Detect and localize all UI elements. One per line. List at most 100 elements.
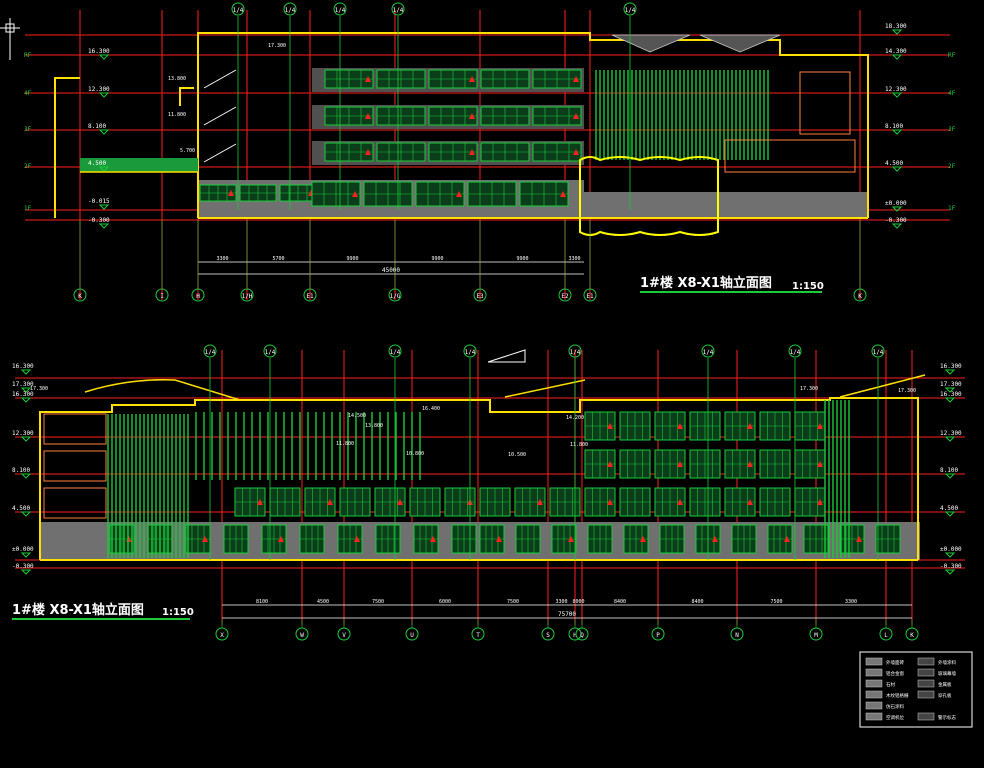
axis-label: L (884, 632, 888, 639)
cad-crosshair (0, 18, 20, 60)
dimension-text: 4500 (317, 599, 329, 605)
inner-level: 11.800 (168, 112, 186, 118)
axis-bubble (303, 288, 317, 302)
dimension-text: 8100 (256, 599, 268, 605)
level-mark: -0.015 (88, 198, 110, 205)
level-mark: 4.500 (88, 160, 106, 167)
floor-tag: RF (948, 52, 956, 59)
warning-mark (469, 76, 475, 82)
level-mark: 17.300 (940, 381, 962, 388)
axis-label: 1/4 (873, 349, 884, 356)
inner-level: 17.300 (30, 386, 48, 392)
legend-swatch (917, 668, 935, 677)
warning-mark (365, 113, 371, 119)
axis-bubble (391, 2, 405, 16)
level-mark: 17.300 (12, 381, 34, 388)
axis-label: 1/4 (233, 7, 244, 14)
warning-mark (365, 76, 371, 82)
level-triangle (98, 54, 110, 60)
level-mark: 14.300 (885, 48, 907, 55)
level-mark: 16.300 (940, 363, 962, 370)
legend-swatch (865, 690, 883, 699)
axis-bubble (473, 288, 487, 302)
level-mark: 12.300 (12, 430, 34, 437)
legend-label: 金属板 (938, 681, 952, 688)
axis-bubble (568, 344, 582, 358)
axis-bubble (809, 627, 823, 641)
axis-label: U (410, 632, 414, 639)
level-triangle (98, 166, 110, 172)
legend-label: 空调机位 (886, 714, 904, 721)
dimension-text: 3300 (568, 256, 580, 262)
legend-swatch (865, 679, 883, 688)
axis-label: H (196, 293, 200, 300)
dimension-text: 7500 (770, 599, 782, 605)
level-triangle (891, 54, 903, 60)
level-triangle (891, 92, 903, 98)
axis-bubble (333, 2, 347, 16)
inner-level: 17.300 (268, 43, 286, 49)
axis-label: 1/4 (625, 7, 636, 14)
inner-level: 13.800 (365, 423, 383, 429)
dimension-text: 3300 (555, 599, 567, 605)
warning-mark (856, 536, 862, 542)
level-triangle (20, 436, 32, 442)
level-mark: 18.300 (885, 23, 907, 30)
axis-bubble (871, 344, 885, 358)
warning-mark (469, 113, 475, 119)
level-triangle (944, 387, 956, 393)
legend-swatch (865, 668, 883, 677)
floor-tag: 2F (948, 163, 956, 170)
warning-mark (469, 149, 475, 155)
level-mark: 12.300 (940, 430, 962, 437)
level-triangle (944, 473, 956, 479)
axis-label: 1/4 (205, 349, 216, 356)
legend-swatch (917, 712, 935, 721)
warning-mark (430, 536, 436, 542)
warning-mark (228, 190, 234, 196)
axis-bubble (471, 627, 485, 641)
level-mark: 8.100 (940, 467, 958, 474)
dimension-text: 7500 (507, 599, 519, 605)
warning-mark (257, 499, 263, 505)
level-triangle (944, 397, 956, 403)
warning-mark (747, 461, 753, 467)
dimension-text: 5700 (272, 256, 284, 262)
level-mark: 4.500 (12, 505, 30, 512)
floor-tag: RF (24, 52, 32, 59)
level-mark: 16.300 (88, 48, 110, 55)
axis-bubble (651, 627, 665, 641)
inner-level: 10.500 (508, 452, 526, 458)
warning-mark (677, 423, 683, 429)
axis-bubble (583, 288, 597, 302)
warning-mark (365, 149, 371, 155)
warning-mark (573, 149, 579, 155)
level-triangle (891, 29, 903, 35)
inner-level: 13.800 (168, 76, 186, 82)
axis-bubble (337, 627, 351, 641)
legend-label: 木纹铝格栅 (886, 692, 909, 699)
legend-swatch (865, 701, 883, 710)
dimension-text: 9900 (346, 256, 358, 262)
total-dimension: 75700 (558, 611, 576, 618)
legend-swatch (917, 679, 935, 688)
inner-level: 10.800 (406, 451, 424, 457)
level-mark: 4.500 (940, 505, 958, 512)
warning-mark (278, 536, 284, 542)
warning-mark (677, 461, 683, 467)
legend-swatch (865, 657, 883, 666)
legend-swatch (865, 712, 883, 721)
level-triangle (98, 92, 110, 98)
warning-mark (496, 536, 502, 542)
axis-label: 1/4 (265, 349, 276, 356)
level-mark: -0.300 (940, 563, 962, 570)
warning-mark (784, 536, 790, 542)
dimension-text: 6000 (439, 599, 451, 605)
axis-label: N (735, 632, 739, 639)
axis-bubble (215, 627, 229, 641)
warning-mark (202, 536, 208, 542)
warning-mark (712, 536, 718, 542)
axis-bubble (263, 344, 277, 358)
